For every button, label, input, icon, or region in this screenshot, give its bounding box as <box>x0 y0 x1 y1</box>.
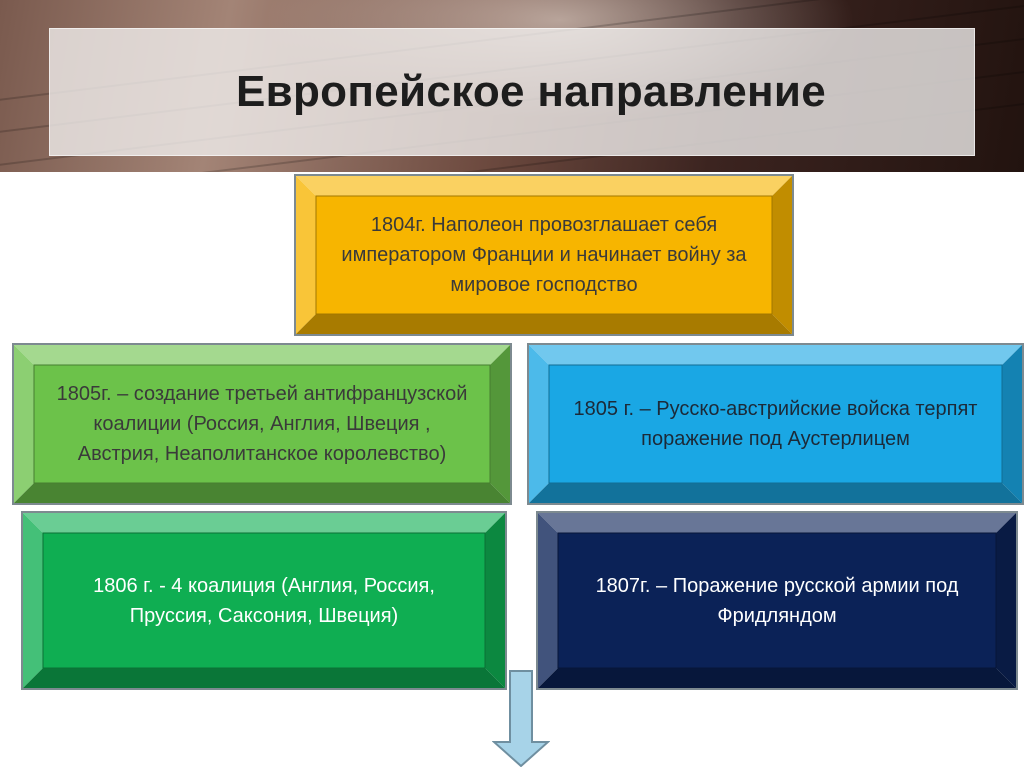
bevel-left <box>527 343 549 505</box>
box-face <box>42 532 486 669</box>
bevel-bottom <box>12 483 512 505</box>
bevel-bottom <box>527 483 1024 505</box>
box-1806: 1806 г. - 4 коалиция (Англия, Россия, Пр… <box>21 511 507 690</box>
bevel-top <box>21 511 507 533</box>
box-1805-austerlitz-text: 1805 г. – Русско-австрийские войска терп… <box>573 398 978 450</box>
bevel-bottom <box>294 314 794 336</box>
bevel-right <box>996 511 1018 690</box>
bevel-right <box>1002 343 1024 505</box>
box-1804-text: 1804г. Наполеон провозглашает себя импер… <box>341 214 747 296</box>
box-outline <box>294 174 794 336</box>
box-1807: 1807г. – Поражение русской армии под Фри… <box>536 511 1018 690</box>
bevel-right <box>772 174 794 336</box>
bevel-top <box>536 511 1018 533</box>
box-outline <box>12 343 512 505</box>
box-1805-coalition: 1805г. – создание третьей антифранцузско… <box>12 343 512 505</box>
bevel-frame <box>536 511 1018 690</box>
title-box: Европейское направление <box>49 28 975 156</box>
box-face <box>548 364 1003 484</box>
bevel-left <box>536 511 558 690</box>
bevel-frame <box>21 511 507 690</box>
bevel-bottom <box>536 668 1018 690</box>
box-face <box>33 364 491 484</box>
box-face <box>557 532 997 669</box>
bevel-right <box>490 343 512 505</box>
box-1805-coalition-text: 1805г. – создание третьей антифранцузско… <box>56 383 468 465</box>
bevel-left <box>12 343 34 505</box>
box-1806-text: 1806 г. - 4 коалиция (Англия, Россия, Пр… <box>93 574 435 627</box>
box-1805-austerlitz: 1805 г. – Русско-австрийские войска терп… <box>527 343 1024 505</box>
bevel-top <box>12 343 512 365</box>
down-arrow-shape <box>492 670 550 767</box>
box-face <box>315 195 773 315</box>
down-arrow-icon <box>492 670 550 767</box>
box-1807-text: 1807г. – Поражение русской армии под Фри… <box>595 574 959 627</box>
bevel-right <box>485 511 507 690</box>
bevel-left <box>294 174 316 336</box>
bevel-frame <box>294 174 794 336</box>
bevel-frame <box>12 343 512 505</box>
box-1804: 1804г. Наполеон провозглашает себя импер… <box>294 174 794 336</box>
box-outline <box>536 511 1018 690</box>
bevel-frame <box>527 343 1024 505</box>
page-title: Европейское направление <box>236 67 827 116</box>
bevel-top <box>294 174 794 196</box>
bevel-top <box>527 343 1024 365</box>
bevel-bottom <box>21 668 507 690</box>
box-outline <box>21 511 507 690</box>
bevel-left <box>21 511 43 690</box>
box-outline <box>527 343 1024 505</box>
